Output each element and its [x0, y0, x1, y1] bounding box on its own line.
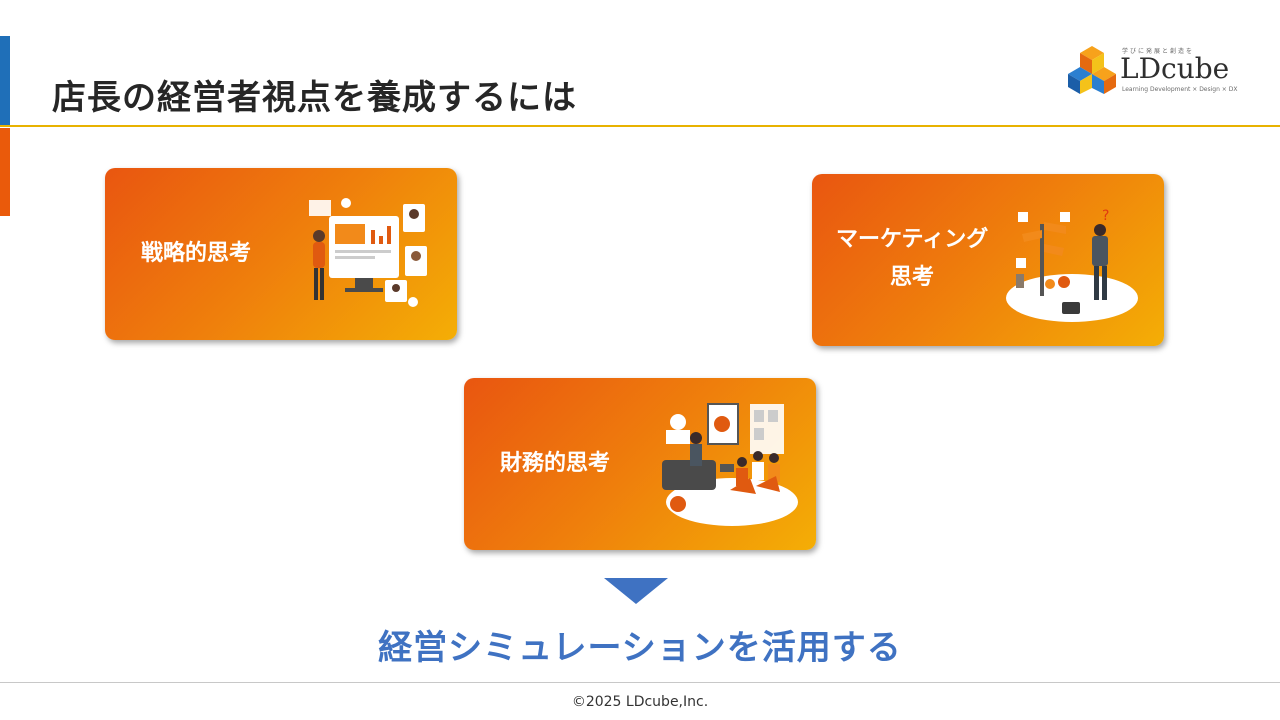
- card-label-line2: 思考: [890, 265, 935, 290]
- logo-tagline: 学びに発展と創造を: [1122, 48, 1195, 55]
- card-financial-thinking: 財務的思考: [464, 378, 816, 550]
- logo-subtitle: Learning Development × Design × DX: [1122, 86, 1238, 93]
- card-marketing-thinking: マーケティング 思考 ?: [812, 174, 1164, 346]
- finance-illustration-icon: [662, 403, 798, 526]
- accent-bar-orange: [0, 128, 10, 216]
- svg-text:?: ?: [1102, 208, 1109, 224]
- down-arrow-icon: [604, 578, 668, 604]
- strategy-illustration-icon: [309, 198, 427, 307]
- copyright-footer: ©2025 LDcube,Inc.: [571, 694, 709, 710]
- title-divider: [0, 125, 1280, 127]
- card-label-line1: マーケティング: [836, 227, 989, 252]
- cube-logo-icon: [1068, 46, 1116, 94]
- logo-wordmark: LDcube: [1120, 52, 1230, 85]
- slide-title: 店長の経営者視点を養成するには: [52, 78, 577, 118]
- card-label: 戦略的思考: [141, 241, 252, 266]
- card-strategic-thinking: 戦略的思考: [105, 168, 457, 340]
- accent-bar-blue: [0, 36, 10, 126]
- footer-divider: [0, 682, 1280, 683]
- marketing-illustration-icon: ?: [1006, 208, 1138, 322]
- ldcube-logo: 学びに発展と創造を LDcube Learning Development × …: [1064, 42, 1238, 98]
- conclusion-text: 経営シミュレーションを活用する: [378, 628, 902, 668]
- card-label: 財務的思考: [500, 451, 611, 476]
